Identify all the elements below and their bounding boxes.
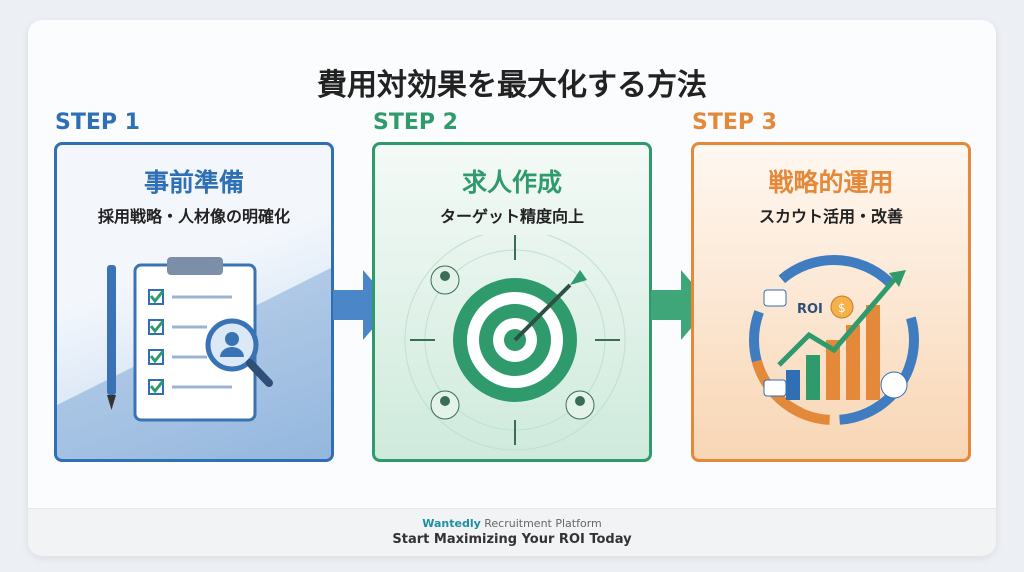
step-1-panel: 事前準備 採用戦略・人材像の明確化: [54, 142, 334, 462]
svg-text:$: $: [838, 301, 846, 315]
target-icon: [404, 235, 626, 451]
step-3-panel: 戦略的運用 スカウト活用・改善 ROI $: [691, 142, 971, 462]
footer-tagline: Start Maximizing Your ROI Today: [392, 532, 632, 547]
step-3-label: STEP 3: [692, 110, 777, 135]
chat-icon: [763, 379, 787, 397]
platform-label: Recruitment Platform: [484, 517, 602, 530]
step-3-subtitle: スカウト活用・改善: [758, 207, 903, 226]
footer-brand: Wantedly Recruitment Platform: [28, 517, 996, 530]
person-icon: [430, 265, 460, 295]
page-title: 費用対効果を最大化する方法: [317, 68, 707, 103]
infographic-card: 費用対効果を最大化する方法 STEP 1 STEP 2 STEP 3 事前準備 …: [28, 20, 996, 556]
step-2-panel: 求人作成 ターゲット精度向上: [372, 142, 652, 462]
roi-growth-chart-icon: ROI $: [749, 255, 919, 425]
brand-logo: Wantedly: [422, 517, 481, 530]
step-1-label: STEP 1: [55, 110, 140, 135]
chat-icon: [763, 289, 787, 307]
step-2-heading: 求人作成: [461, 168, 562, 197]
footer: Wantedly Recruitment Platform Start Maxi…: [28, 508, 996, 556]
step-2-subtitle: ターゲット精度向上: [439, 207, 584, 226]
step-2-label: STEP 2: [373, 110, 458, 135]
step-1-subtitle: 採用戦略・人材像の明確化: [97, 207, 290, 226]
chart-icon: [880, 371, 908, 399]
roi-label: ROI: [797, 302, 823, 317]
step-3-heading: 戦略的運用: [768, 168, 894, 197]
clipboard-checklist-icon: [57, 257, 331, 459]
step-1-heading: 事前準備: [143, 168, 244, 197]
